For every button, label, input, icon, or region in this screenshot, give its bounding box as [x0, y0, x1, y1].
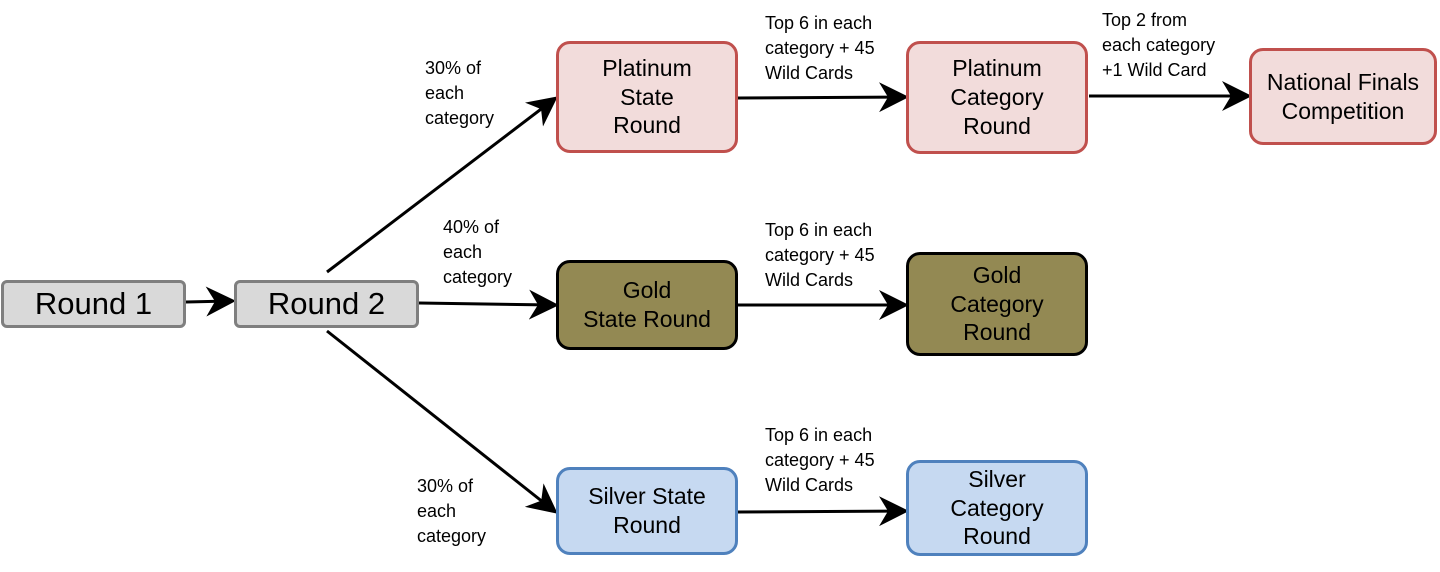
- round1-label: Round 1: [34, 285, 153, 321]
- silver-category-round-box: Silver Category Round: [906, 460, 1088, 556]
- arrow-silver-state-to-category: [737, 496, 909, 527]
- edge-label-platinum-advance: Top 6 in each category + 45 Wild Cards: [765, 13, 875, 83]
- round2-box: Round 2: [234, 280, 419, 328]
- round2-label: Round 2: [267, 285, 386, 321]
- edge-label-gold-share: 40% of each category: [443, 217, 513, 287]
- edge-label-platinum-share: 30% of each category: [425, 58, 495, 128]
- gold-category-round-box: Gold Category Round: [906, 252, 1088, 356]
- arrow-round2-to-silver-state: [326, 329, 558, 514]
- national-finals-label: National Finals Competition: [1266, 68, 1420, 124]
- silver-category-round-label: Silver Category Round: [950, 465, 1044, 550]
- edge-label-finals-advance: Top 2 from each category +1 Wild Card: [1102, 10, 1216, 80]
- edge-label-gold-advance: Top 6 in each category + 45 Wild Cards: [765, 220, 875, 290]
- arrow-platinum-state-to-category: [737, 82, 909, 113]
- round1-box: Round 1: [1, 280, 186, 328]
- arrow-round2-to-platinum-state: [326, 96, 558, 274]
- national-finals-box: National Finals Competition: [1249, 48, 1437, 145]
- gold-state-round-label: Gold State Round: [583, 277, 711, 332]
- gold-category-round-label: Gold Category Round: [950, 261, 1044, 346]
- edge-label-silver-share: 30% of each category: [417, 476, 487, 546]
- silver-state-round-box: Silver State Round: [556, 467, 738, 555]
- arrow-round1-to-round2: [185, 286, 236, 317]
- platinum-state-round-box: Platinum State Round: [556, 41, 738, 153]
- gold-state-round-box: Gold State Round: [556, 260, 738, 350]
- platinum-category-round-box: Platinum Category Round: [906, 41, 1088, 154]
- edge-label-silver-advance: Top 6 in each category + 45 Wild Cards: [765, 425, 875, 495]
- platinum-category-round-label: Platinum Category Round: [950, 55, 1044, 139]
- platinum-state-round-label: Platinum State Round: [602, 54, 692, 139]
- arrow-round2-to-gold-state: [418, 289, 559, 320]
- silver-state-round-label: Silver State Round: [588, 483, 706, 538]
